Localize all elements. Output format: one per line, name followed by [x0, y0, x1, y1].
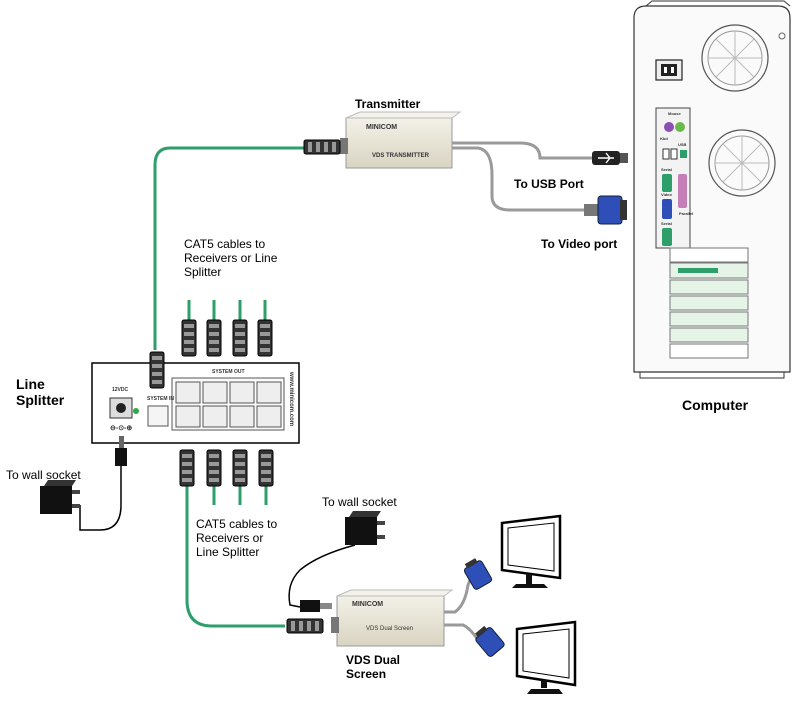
usb-plug [592, 151, 628, 165]
dual-power-cable [288, 544, 356, 608]
splitter-url: www.minicom.com [288, 372, 294, 427]
cat5-cable-transmitter [153, 146, 305, 350]
wall-adapter-left [40, 480, 80, 514]
dual-screen-title: VDS Dual Screen [346, 653, 401, 681]
cat5-bottom-label: CAT5 cables to Receivers or Line Splitte… [196, 517, 278, 559]
fan-top [701, 24, 769, 92]
monitor-cable-2 [444, 623, 480, 641]
wall-socket-right-label: To wall socket [322, 495, 397, 509]
video-cable [452, 146, 584, 212]
cat5-plug-bottom-2 [206, 449, 222, 487]
port-label-serial-b: Serial [661, 221, 672, 226]
transmitter-model: VDS TRANSMITTER [372, 153, 429, 159]
expansion-slots [669, 247, 749, 359]
cat5-plug-bottom-1 [179, 449, 195, 487]
port-label-serial-a: Serial [661, 167, 672, 172]
splitter-out-ports [171, 377, 285, 431]
usb-port-label: To USB Port [514, 177, 584, 191]
port-label-usb: USB [678, 142, 687, 147]
transmitter-title: Transmitter [355, 97, 421, 111]
transmitter-device [340, 111, 462, 169]
line-splitter-title: Line Splitter [16, 376, 65, 409]
io-panel [655, 107, 691, 249]
cables [79, 141, 592, 641]
transmitter-rj45-plug [303, 139, 341, 155]
usb-cable [452, 141, 592, 160]
vga-plug-monitor-1 [463, 558, 493, 590]
transmitter-brand: MINICOM [366, 124, 398, 131]
computer-tower [633, 0, 791, 379]
splitter-power-cable [79, 465, 122, 531]
splitter-system-in-label: SYSTEM IN [147, 396, 174, 402]
port-label-parallel: Parallel [679, 211, 694, 216]
cat5-plug-top-1 [181, 319, 197, 357]
cat5-plug-bottom-4 [258, 449, 274, 487]
cat5-plug-top-2 [206, 319, 222, 357]
port-label-kbd: Kbd [660, 136, 668, 141]
splitter-dc-plug [115, 436, 127, 466]
monitor-1 [500, 514, 562, 588]
dual-model: VDS Dual Screen [366, 626, 414, 632]
cat5-plug-top-4 [257, 319, 273, 357]
vds-dual-screen-device [331, 589, 454, 647]
cat5-cable-dual-screen [185, 486, 285, 628]
wall-socket-left-label: To wall socket [6, 468, 81, 482]
computer-title: Computer [682, 397, 749, 413]
dual-brand: MINICOM [352, 601, 384, 608]
port-label-video: Video [661, 192, 672, 197]
vga-plug-monitor-2 [475, 625, 505, 657]
monitor-cable-1 [444, 574, 474, 614]
cat5-top-label: CAT5 cables to Receivers or Line Splitte… [184, 237, 278, 279]
cat5-plug-bottom-3 [232, 449, 248, 487]
splitter-polarity: ⊖-⊙-⊕ [110, 425, 133, 432]
splitter-in-plug [149, 351, 165, 389]
power-inlet [655, 59, 683, 81]
vga-plug [584, 195, 627, 225]
monitor-2 [515, 620, 577, 694]
port-label-mouse: Mouse [668, 111, 681, 116]
wall-adapter-right [345, 511, 385, 545]
dual-rj45-plug [286, 618, 324, 634]
cat5-plug-top-3 [232, 319, 248, 357]
splitter-power-label: 12VDC [112, 387, 129, 393]
dual-dc-plug [300, 600, 332, 612]
video-port-label: To Video port [541, 237, 618, 251]
splitter-system-out-label: SYSTEM OUT [212, 369, 245, 375]
fan-bottom [708, 129, 776, 197]
